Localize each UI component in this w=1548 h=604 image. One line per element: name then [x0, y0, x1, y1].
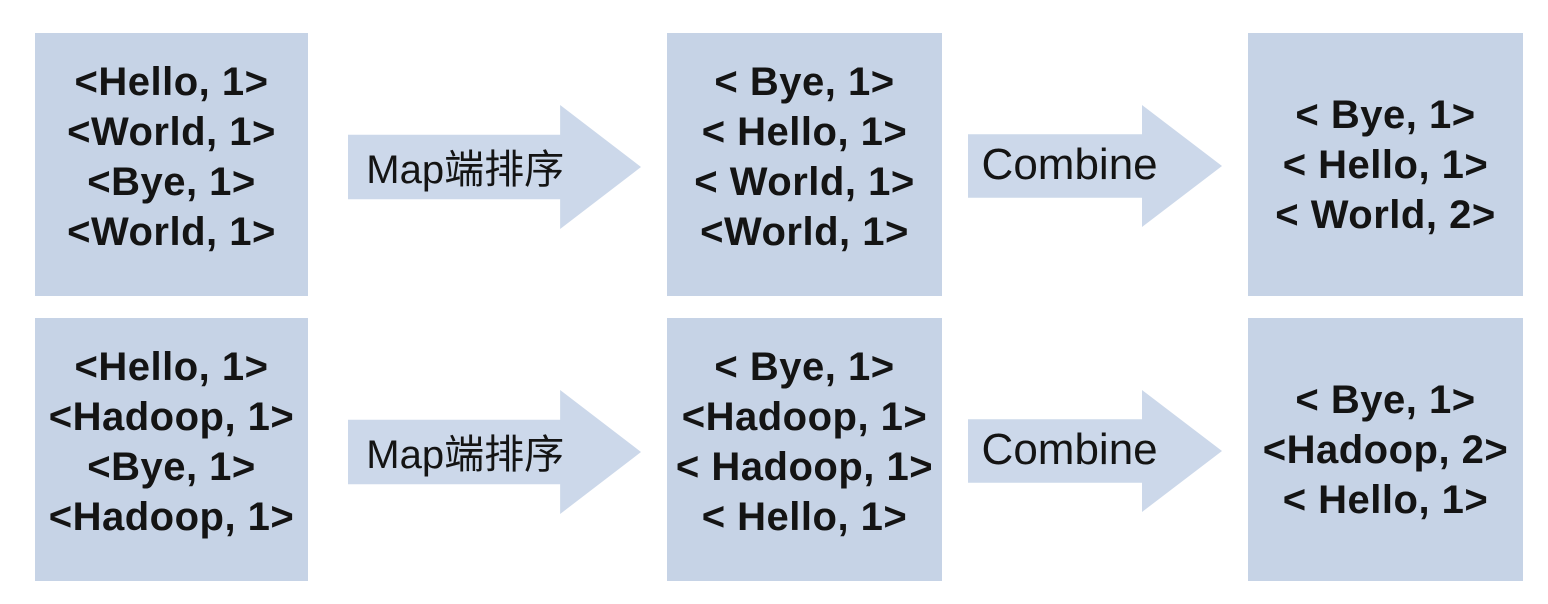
combine-arrow-2: Combine — [968, 390, 1222, 512]
kv-pair: < World, 1> — [694, 159, 915, 204]
kv-pair: < Bye, 1> — [714, 344, 895, 389]
sorted-output-box-2: < Bye, 1> <Hadoop, 1> < Hadoop, 1> < Hel… — [667, 318, 942, 581]
kv-pair: <World, 1> — [700, 209, 909, 254]
kv-pair: < Bye, 1> — [714, 59, 895, 104]
map-sort-arrow-label: Map端排序 — [366, 432, 565, 477]
kv-pair: <Bye, 1> — [87, 159, 256, 204]
kv-pair: < Hello, 1> — [1282, 477, 1489, 522]
map-output-box-1: <Hello, 1> <World, 1> <Bye, 1> <World, 1… — [35, 33, 308, 296]
kv-pair: <World, 1> — [67, 109, 276, 154]
kv-pair: < Bye, 1> — [1295, 92, 1476, 137]
map-output-box-2: <Hello, 1> <Hadoop, 1> <Bye, 1> <Hadoop,… — [35, 318, 308, 581]
kv-pair: <World, 1> — [67, 209, 276, 254]
kv-pair: <Hadoop, 1> — [48, 394, 295, 439]
kv-pair: < Bye, 1> — [1295, 377, 1476, 422]
map-sort-arrow-1: Map端排序 — [348, 105, 641, 229]
combine-arrow-1: Combine — [968, 105, 1222, 227]
kv-pair: <Hadoop, 2> — [1262, 427, 1509, 472]
kv-pair: < Hadoop, 1> — [675, 444, 934, 489]
kv-pair: <Hello, 1> — [74, 59, 269, 104]
combine-arrow-label: Combine — [981, 425, 1158, 474]
combine-arrow-label: Combine — [981, 140, 1158, 189]
sorted-output-box-1: < Bye, 1> < Hello, 1> < World, 1> <World… — [667, 33, 942, 296]
kv-pair: < Hello, 1> — [701, 494, 908, 539]
kv-pair: < World, 2> — [1275, 192, 1496, 237]
combined-output-box-2: < Bye, 1> <Hadoop, 2> < Hello, 1> — [1248, 318, 1523, 581]
kv-pair: <Hadoop, 1> — [681, 394, 928, 439]
map-sort-arrow-label: Map端排序 — [366, 147, 565, 192]
kv-pair: <Bye, 1> — [87, 444, 256, 489]
kv-pair: < Hello, 1> — [1282, 142, 1489, 187]
combined-output-box-1: < Bye, 1> < Hello, 1> < World, 2> — [1248, 33, 1523, 296]
map-sort-arrow-2: Map端排序 — [348, 390, 641, 514]
kv-pair: <Hadoop, 1> — [48, 494, 295, 539]
kv-pair: <Hello, 1> — [74, 344, 269, 389]
kv-pair: < Hello, 1> — [701, 109, 908, 154]
